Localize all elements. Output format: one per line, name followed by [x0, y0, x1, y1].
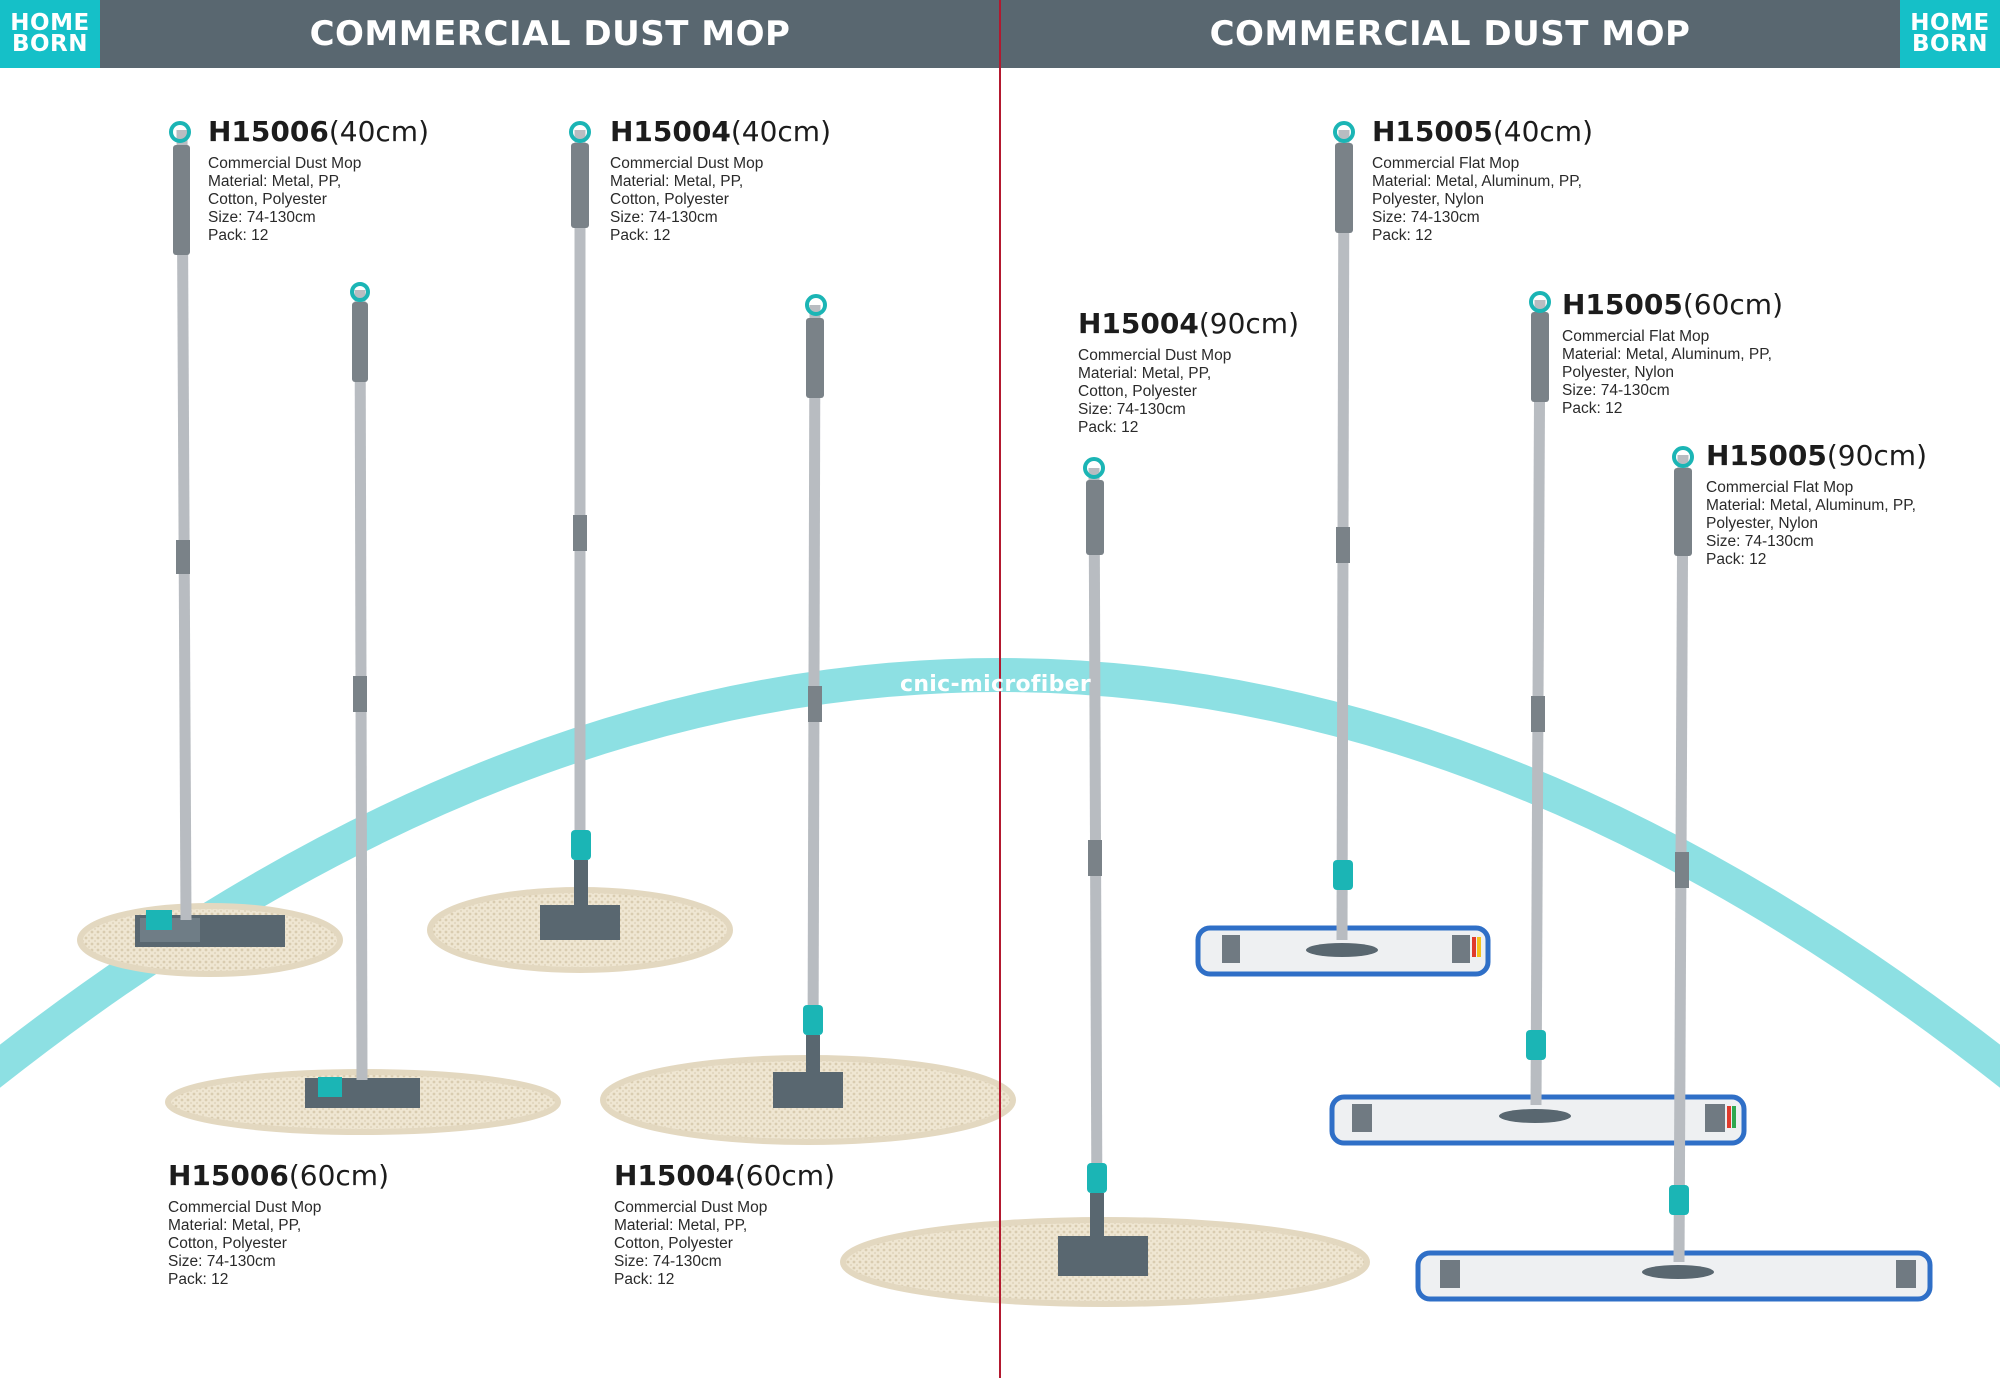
product-material: Material: Metal, PP,: [1078, 365, 1212, 382]
logo-line1: HOME: [10, 10, 90, 36]
product-code: H15005: [1706, 439, 1827, 472]
product-size-label: (40cm): [328, 115, 430, 148]
product-material: Material: Metal, PP,: [614, 1217, 748, 1234]
product-size-label: (40cm): [1492, 115, 1594, 148]
product-name: Commercial Flat Mop: [1372, 155, 1520, 172]
product-name: Commercial Flat Mop: [1562, 328, 1710, 345]
product-name: Commercial Dust Mop: [1078, 347, 1232, 364]
product-pack: Pack: 12: [208, 227, 269, 244]
product-code: H15006: [168, 1159, 289, 1192]
product-label-h15005-90cm: H15005(90cm) Commercial Flat Mop Materia…: [1706, 438, 1927, 569]
mop-h15006-40cm-image: [77, 121, 343, 977]
product-size: Size: 74-130cm: [610, 209, 718, 226]
product-material-cont: Cotton, Polyester: [208, 191, 327, 208]
product-material-cont: Cotton, Polyester: [168, 1235, 287, 1252]
product-size-label: (40cm): [730, 115, 832, 148]
page-divider: [999, 0, 1001, 1378]
product-size-label: (60cm): [734, 1159, 836, 1192]
product-material-cont: Cotton, Polyester: [610, 191, 729, 208]
product-name: Commercial Dust Mop: [610, 155, 764, 172]
product-code: H15004: [610, 115, 731, 148]
product-pack: Pack: 12: [1562, 400, 1623, 417]
product-material-cont: Cotton, Polyester: [1078, 383, 1197, 400]
product-size: Size: 74-130cm: [168, 1253, 276, 1270]
product-material: Material: Metal, Aluminum, PP,: [1562, 346, 1772, 363]
product-material: Material: Metal, Aluminum, PP,: [1372, 173, 1582, 190]
product-name: Commercial Dust Mop: [614, 1199, 768, 1216]
product-material-cont: Cotton, Polyester: [614, 1235, 733, 1252]
product-size: Size: 74-130cm: [1706, 533, 1814, 550]
watermark: cnic-microfiber: [900, 672, 1092, 697]
brand-logo-right: HOME BORN: [1900, 0, 2000, 68]
product-label-h15005-60cm: H15005(60cm) Commercial Flat Mop Materia…: [1562, 287, 1783, 418]
mop-h15005-90cm-image: [1415, 446, 1933, 1302]
product-pack: Pack: 12: [1372, 227, 1433, 244]
product-code: H15005: [1562, 288, 1683, 321]
product-code: H15005: [1372, 115, 1493, 148]
mop-h15004-90cm-image: [840, 457, 1370, 1307]
product-size-label: (90cm): [1198, 307, 1300, 340]
mop-h15006-60cm-image: [165, 282, 561, 1135]
product-size-label: (60cm): [288, 1159, 390, 1192]
product-pack: Pack: 12: [1078, 419, 1139, 436]
product-code: H15004: [1078, 307, 1199, 340]
product-pack: Pack: 12: [610, 227, 671, 244]
product-size: Size: 74-130cm: [208, 209, 316, 226]
product-material: Material: Metal, Aluminum, PP,: [1706, 497, 1916, 514]
product-size-label: (60cm): [1682, 288, 1784, 321]
mop-h15004-40cm-image: [427, 121, 733, 973]
product-size: Size: 74-130cm: [614, 1253, 722, 1270]
mop-h15005-40cm-image: [1195, 121, 1491, 977]
product-label-h15004-40cm: H15004(40cm) Commercial Dust Mop Materia…: [610, 114, 831, 245]
product-label-h15004-90cm: H15004(90cm) Commercial Dust Mop Materia…: [1078, 306, 1299, 437]
logo-line1: HOME: [1910, 10, 1990, 36]
product-material: Material: Metal, PP,: [610, 173, 744, 190]
product-material: Material: Metal, PP,: [208, 173, 342, 190]
product-pack: Pack: 12: [614, 1271, 675, 1288]
product-size: Size: 74-130cm: [1562, 382, 1670, 399]
product-size: Size: 74-130cm: [1078, 401, 1186, 418]
page-title-left: COMMERCIAL DUST MOP: [100, 0, 1000, 68]
product-pack: Pack: 12: [1706, 551, 1767, 568]
product-name: Commercial Dust Mop: [168, 1199, 322, 1216]
product-label-h15004-60cm: H15004(60cm) Commercial Dust Mop Materia…: [614, 1158, 835, 1289]
mop-h15005-60cm-image: [1329, 291, 1747, 1146]
product-label-h15006-40cm: H15006(40cm) Commercial Dust Mop Materia…: [208, 114, 429, 245]
logo-line2: BORN: [1911, 31, 1989, 57]
product-material-cont: Polyester, Nylon: [1562, 364, 1674, 381]
mop-h15004-60cm-image: [600, 294, 1016, 1145]
product-pack: Pack: 12: [168, 1271, 229, 1288]
product-code: H15004: [614, 1159, 735, 1192]
product-material-cont: Polyester, Nylon: [1706, 515, 1818, 532]
product-size: Size: 74-130cm: [1372, 209, 1480, 226]
product-code: H15006: [208, 115, 329, 148]
product-size-label: (90cm): [1826, 439, 1928, 472]
logo-line2: BORN: [11, 31, 89, 57]
page-title-right: COMMERCIAL DUST MOP: [1000, 0, 1900, 68]
product-label-h15006-60cm: H15006(60cm) Commercial Dust Mop Materia…: [168, 1158, 389, 1289]
product-material: Material: Metal, PP,: [168, 1217, 302, 1234]
product-label-h15005-40cm: H15005(40cm) Commercial Flat Mop Materia…: [1372, 114, 1593, 245]
product-name: Commercial Flat Mop: [1706, 479, 1854, 496]
brand-logo-left: HOME BORN: [0, 0, 100, 68]
product-material-cont: Polyester, Nylon: [1372, 191, 1484, 208]
product-name: Commercial Dust Mop: [208, 155, 362, 172]
